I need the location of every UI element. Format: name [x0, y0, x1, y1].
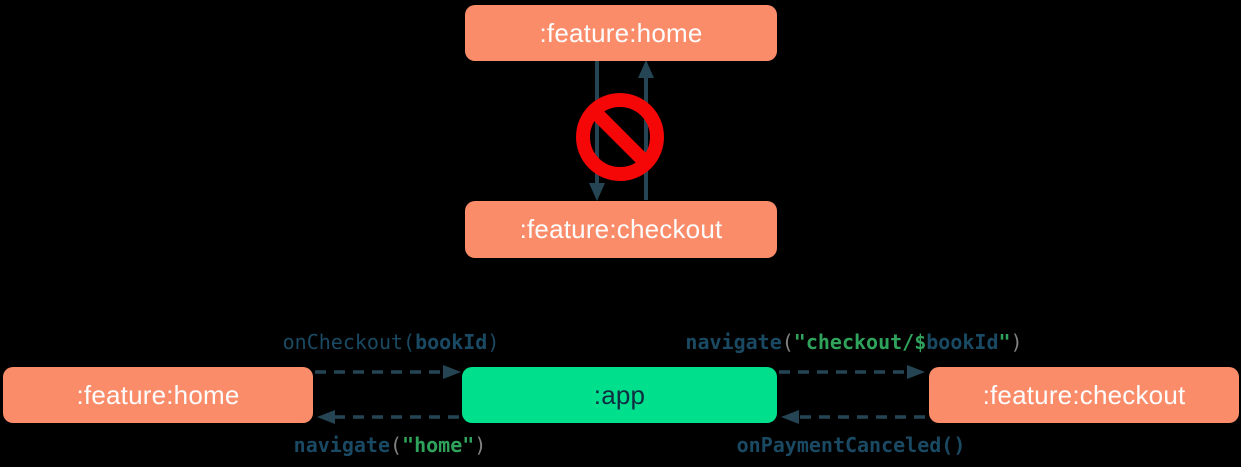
arrow-home-to-checkout [589, 61, 605, 201]
arrow-home-to-app [315, 365, 461, 379]
module-box-feature-checkout: :feature:checkout [929, 367, 1239, 423]
module-label: :feature:checkout [519, 214, 723, 244]
code-label-on-checkout: onCheckout(bookId) [283, 330, 500, 354]
arrow-checkout-to-app [781, 410, 925, 424]
code-token: onCheckout( [282, 330, 416, 354]
arrow-checkout-to-home [638, 60, 654, 200]
code-token: ( [389, 433, 403, 457]
no-entry-icon [576, 93, 664, 181]
code-token: bookId [415, 330, 488, 354]
module-label: :app [593, 379, 646, 410]
module-box-feature-home: :feature:home [3, 367, 313, 423]
code-token: navigate [293, 433, 390, 457]
code-token: $ [914, 330, 927, 354]
arrow-app-to-checkout [779, 365, 925, 379]
code-token: ) [1010, 330, 1023, 354]
code-token: navigate [685, 330, 782, 354]
code-token: onPaymentCanceled() [736, 433, 966, 457]
module-label: :feature:home [539, 17, 703, 48]
code-token: bookId [926, 330, 999, 354]
module-label: :feature:home [76, 379, 240, 410]
code-label-on-payment-canceled: onPaymentCanceled() [737, 433, 966, 457]
module-box-app: :app [462, 367, 777, 423]
code-token: ) [487, 330, 500, 354]
arrow-app-to-home [317, 410, 459, 424]
code-token: "checkout/ [793, 330, 915, 354]
code-token: "home" [402, 433, 475, 457]
code-token: ) [474, 433, 487, 457]
code-label-navigate-home: navigate("home") [294, 433, 487, 457]
code-label-navigate-checkout: navigate("checkout/$bookId") [685, 330, 1022, 354]
code-token: ( [781, 330, 794, 354]
module-label: :feature:checkout [982, 379, 1186, 410]
module-box-feature-checkout-top: :feature:checkout [465, 201, 777, 258]
code-token: " [998, 330, 1011, 354]
module-box-feature-home-top: :feature:home [465, 5, 777, 61]
